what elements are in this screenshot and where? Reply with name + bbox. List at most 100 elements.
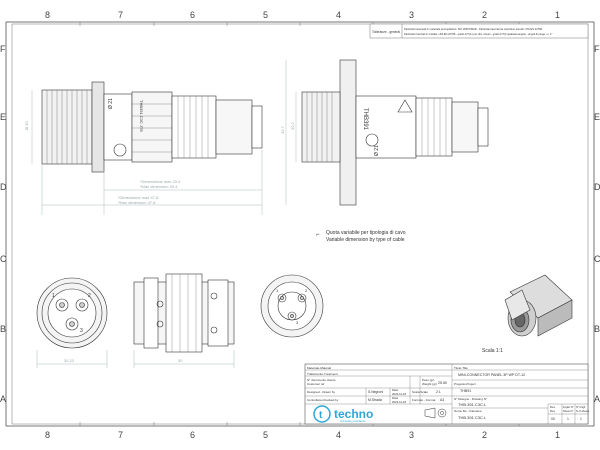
- svg-text:t: t: [319, 410, 323, 421]
- row-labels-right: F E D C B A: [594, 44, 600, 404]
- front-dim: 30.23: [64, 358, 75, 363]
- designed-label: Designed - Drawn by: [307, 390, 336, 394]
- drawing-no-label: N° Disegno - Drawing N°: [454, 397, 488, 401]
- col-label: 5: [263, 430, 268, 440]
- checked-by: M.Strada: [368, 398, 382, 402]
- checked-date: 2024-11-18: [392, 400, 407, 404]
- front-dim-lines: [36, 350, 108, 368]
- sheet-label: Foglio N°: [563, 405, 574, 409]
- sheet-value: 1: [567, 417, 569, 421]
- tolerance-label: Tolleranze - general: [372, 30, 400, 34]
- title-label: Titolo-Title: [454, 366, 468, 370]
- left-note-2: *Max dimension 33.4: [140, 184, 178, 189]
- col-label: 8: [45, 430, 50, 440]
- col-label: 8: [45, 10, 50, 20]
- right-product-marking: THB391: [362, 108, 368, 131]
- right-size-marking: Ø 21: [374, 145, 380, 156]
- row-label: E: [594, 112, 600, 122]
- row-label: D: [594, 182, 600, 192]
- weight-label-2: Weight (gr): [422, 382, 437, 386]
- format-value: A3: [440, 398, 444, 402]
- rear-pin-label: 3: [296, 320, 299, 325]
- scale-label: Scala 1:1: [482, 348, 503, 354]
- customer-ref-label: N° documento cliente: [307, 378, 336, 382]
- material-label: Materiale-Material: [307, 366, 331, 370]
- nsheets-label-2: N of sheets: [576, 409, 590, 413]
- col-label: 4: [336, 430, 341, 440]
- weight-value: 25.50: [438, 381, 447, 385]
- file-name: THB.391.C3C.L: [458, 415, 487, 420]
- designed-date-label: Data: [392, 388, 398, 392]
- cable-note-it: Quota variabile per tipologia di cavo: [326, 230, 406, 236]
- tolerance-line-1: Particolari stampati in materiale termop…: [404, 27, 543, 31]
- col-label: 3: [409, 430, 414, 440]
- left-size-marking: Ø 21: [108, 98, 114, 109]
- front-pin-label: 1: [52, 293, 55, 299]
- column-labels-top: 8 7 6 5 4 3 2 1: [45, 10, 560, 20]
- nsheets-label: N° Fogli: [576, 405, 586, 409]
- company-logo: t techno connecting excellence: [313, 405, 373, 423]
- format-label: Formato - Format: [412, 398, 436, 402]
- row-label: A: [594, 394, 600, 404]
- isometric-view: [504, 274, 573, 337]
- left-product-marking: THB391 C3C JT8: [139, 100, 144, 132]
- row-label: C: [0, 254, 7, 264]
- nsheets-value: 1: [580, 417, 582, 421]
- front-pin-label: 3: [80, 328, 83, 334]
- row-label: C: [594, 254, 600, 264]
- rear-pin-label: 2: [305, 288, 308, 293]
- column-labels-bottom: 8 7 6 5 4 3 2 1: [45, 430, 560, 440]
- row-label: E: [0, 112, 6, 122]
- logo-subtext: connecting excellence: [340, 419, 366, 423]
- tolerance-line-2: Particolari tranciati in metallo: UNI EN…: [404, 32, 553, 36]
- col-label: 1: [555, 430, 560, 440]
- side-view-right: [301, 59, 489, 206]
- cable-note-en: Variable dimension by type of cable: [326, 237, 405, 243]
- rev-label: Rev.: [550, 405, 556, 409]
- col-label: 2: [482, 10, 487, 20]
- col-label: 6: [190, 10, 195, 20]
- drawing-no: THB.391.C3C.L: [458, 402, 487, 407]
- row-label: B: [0, 324, 6, 334]
- row-label: F: [0, 44, 6, 54]
- cable-note-symbol: ⌐: [316, 232, 320, 238]
- right-dim-height-2: 30.2: [290, 121, 295, 130]
- treatment-label: Trattamento-Treatment: [307, 372, 338, 376]
- col-label: 2: [482, 430, 487, 440]
- rear-view: [260, 274, 324, 338]
- front-pin-label: 2: [88, 293, 91, 299]
- designed-date: 2024-11-18: [392, 392, 407, 396]
- title-value: MINI-CONNECTOR PANEL 3P WP DT-12: [458, 373, 525, 377]
- scale-title-value: 2:1: [436, 390, 441, 394]
- rear-pin-label: 1: [276, 288, 279, 293]
- right-dim-lines: [285, 60, 297, 205]
- customer-ref-label-2: Customer ref: [307, 382, 325, 386]
- project-value: THB91: [460, 389, 471, 393]
- sheet-label-2: Sheet N°: [563, 409, 573, 413]
- file-label: Nome file - Filename: [454, 409, 482, 413]
- weight-label: Peso (gr): [422, 378, 434, 382]
- rev-value: 00: [551, 417, 555, 421]
- title-block: Materiale-Material Trattamento-Treatment…: [304, 363, 590, 425]
- left-note-4: *Max dimension 47.8: [118, 200, 156, 205]
- row-label: B: [594, 324, 600, 334]
- scale-title-label: Scala Scale: [412, 390, 428, 394]
- row-label: F: [594, 44, 600, 54]
- checked-label: Controllato-Checked by: [307, 398, 339, 402]
- right-dim-height-1: 43.7: [280, 125, 285, 134]
- left-dim-diameter: Ø 30: [24, 121, 29, 130]
- top-view: [133, 273, 235, 353]
- col-label: 3: [409, 10, 414, 20]
- front-view: [36, 277, 108, 349]
- left-dim-lines: [31, 90, 263, 215]
- col-label: 6: [190, 430, 195, 440]
- left-note-1: *Dimensione max 33.4: [140, 179, 181, 184]
- row-label: D: [0, 182, 7, 192]
- col-label: 4: [336, 10, 341, 20]
- projection-symbol-icon: [424, 407, 447, 419]
- rev-label-2: Rev: [550, 409, 556, 413]
- checked-date-label: Data: [392, 396, 398, 400]
- col-label: 5: [263, 10, 268, 20]
- project-label: Progetto-Project: [454, 382, 476, 386]
